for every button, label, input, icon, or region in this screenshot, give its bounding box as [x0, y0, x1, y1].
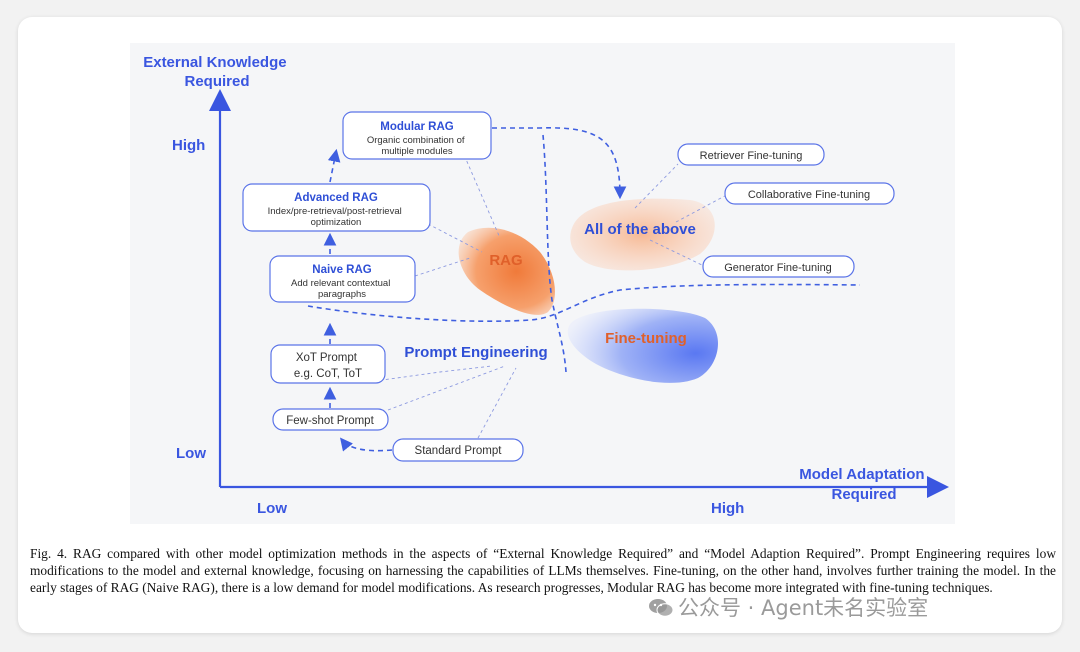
fine-tuning-region-shape [567, 308, 718, 383]
standard-prompt-box: Standard Prompt [392, 438, 524, 462]
few-shot-prompt-box: Few-shot Prompt [272, 408, 389, 431]
caption-line: Engineering requires low modifications t… [30, 546, 1056, 578]
x-axis-title: Model Adaptation Required [799, 466, 928, 503]
connector-line [634, 163, 679, 209]
connector-line [477, 367, 517, 439]
naive-rag-title: Naive RAG [312, 264, 371, 276]
modular-rag-box: Modular RAG Organic combination of multi… [342, 111, 492, 160]
y-high-label: High [172, 137, 205, 154]
connector-line [387, 365, 506, 411]
connector-line [427, 223, 483, 253]
connector-line [414, 257, 471, 277]
naive-rag-box: Naive RAG Add relevant contextual paragr… [269, 255, 416, 303]
boundary-horizontal-curve [307, 283, 861, 323]
arrow-advanced-to-modular [327, 148, 341, 183]
connector-line [649, 239, 705, 267]
wechat-icon [649, 599, 674, 617]
all-of-above-region-shape [570, 198, 715, 271]
collaborative-fine-tuning-box: Collaborative Fine-tuning [724, 182, 895, 205]
all-of-above-label: All of the above [584, 221, 696, 238]
arrow-modular-to-all [492, 127, 627, 200]
y-axis-title: External Knowledge Required [143, 54, 291, 90]
fine-tuning-region-label: Fine-tuning [605, 330, 687, 347]
watermark: 公众号 · Agent未名实验室 [648, 592, 928, 622]
boundary-vertical-curve [542, 134, 567, 373]
rag-region-shape [458, 227, 555, 315]
figure-caption: Fig. 4. RAG compared with other model op… [30, 545, 1056, 596]
retriever-fine-tuning-label: Retriever Fine-tuning [700, 150, 803, 162]
naive-rag-desc: Add relevant contextual paragraphs [291, 278, 393, 300]
y-low-label: Low [176, 445, 206, 462]
retriever-fine-tuning-box: Retriever Fine-tuning [677, 143, 825, 166]
connector-line [461, 149, 501, 239]
connector-line [367, 365, 493, 383]
arrow-standard-to-fewshot [339, 437, 393, 452]
advanced-rag-desc: Index/pre-retrieval/post-retrieval optim… [268, 206, 405, 228]
prompt-engineering-label: Prompt Engineering [404, 344, 547, 361]
xot-prompt-label: XoT Prompt e.g. CoT, ToT [294, 352, 362, 380]
modular-rag-title: Modular RAG [380, 121, 454, 133]
advanced-rag-box: Advanced RAG Index/pre-retrieval/post-re… [242, 183, 431, 232]
generator-fine-tuning-box: Generator Fine-tuning [702, 255, 855, 278]
x-low-label: Low [257, 500, 287, 517]
x-high-label: High [711, 500, 744, 517]
generator-fine-tuning-label: Generator Fine-tuning [724, 262, 832, 274]
standard-prompt-label: Standard Prompt [415, 445, 503, 457]
caption-line: progresses, Modular RAG has become more … [543, 580, 993, 595]
modular-rag-desc: Organic combination of multiple modules [367, 135, 467, 157]
collaborative-fine-tuning-label: Collaborative Fine-tuning [748, 189, 870, 201]
advanced-rag-title: Advanced RAG [294, 192, 378, 204]
xot-prompt-box: XoT Prompt e.g. CoT, ToT [270, 344, 386, 384]
few-shot-prompt-label: Few-shot Prompt [286, 415, 374, 427]
rag-region-label: RAG [489, 252, 522, 269]
watermark-text: 公众号 · Agent未名实验室 [678, 596, 929, 620]
caption-line: the other hand, involves further trainin… [30, 563, 1056, 595]
caption-line: Fig. 4. RAG compared with other model op… [30, 546, 910, 561]
